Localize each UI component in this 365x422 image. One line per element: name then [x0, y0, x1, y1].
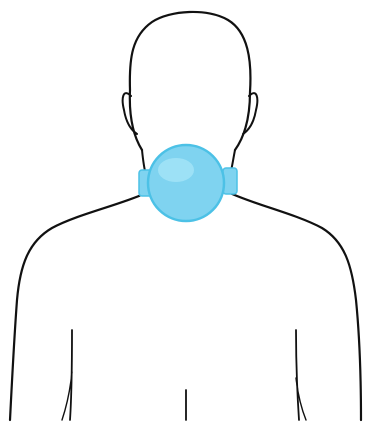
right-shoulder-arm-outline	[230, 193, 361, 420]
head-outline	[130, 12, 251, 150]
left-shoulder-arm-outline	[10, 193, 146, 420]
neck-pad-circle	[148, 145, 224, 221]
neck-pad-highlight	[158, 158, 194, 182]
neck-pad-device	[139, 145, 237, 221]
right-armpit-line	[296, 330, 299, 420]
